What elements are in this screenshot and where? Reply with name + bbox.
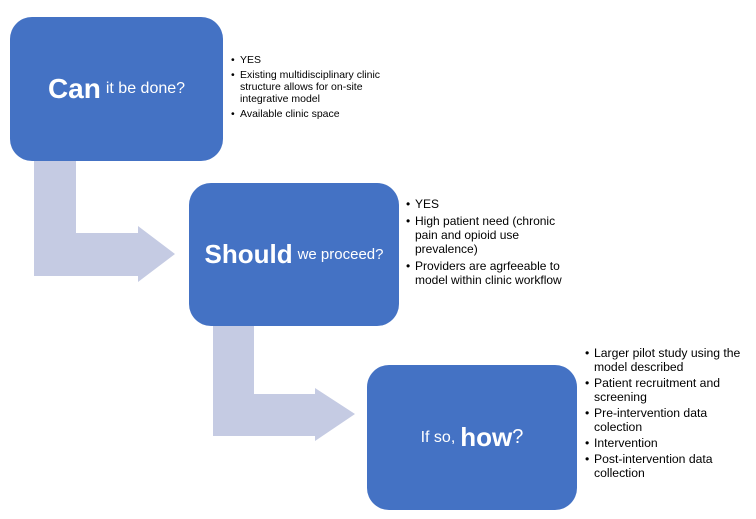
bullet-item: Post-intervention data collection	[585, 452, 753, 480]
step-should-title-strong: Should	[204, 239, 293, 269]
step-how-title-strong: how	[460, 422, 513, 452]
step-can-bullets: YES Existing multidisciplinary clinic st…	[231, 54, 391, 123]
bullet-item: High patient need (chronic pain and opio…	[406, 214, 576, 256]
bullet-item: Providers are agrfeeable to model within…	[406, 259, 576, 287]
bullet-item: YES	[406, 197, 576, 211]
bullet-item: Intervention	[585, 436, 753, 450]
bullet-item: Existing multidisciplinary clinic struct…	[231, 69, 391, 105]
step-can-box: Can it be done?	[10, 17, 223, 161]
arrow-can-to-should	[34, 161, 175, 282]
step-can-title-strong: Can	[47, 73, 101, 104]
arrow-should-to-how	[213, 326, 355, 441]
step-how-title-prefix: If so,	[420, 428, 456, 446]
step-how-bullets: Larger pilot study using the model descr…	[585, 346, 753, 482]
step-should-bullets: YES High patient need (chronic pain and …	[406, 197, 576, 290]
bullet-item: Larger pilot study using the model descr…	[585, 346, 753, 374]
step-should-title-rest: we proceed?	[297, 246, 384, 263]
step-how-title-suffix: ?	[512, 426, 524, 448]
bullet-item: Pre-intervention data colection	[585, 406, 753, 434]
step-can-title-rest: it be done?	[105, 80, 186, 97]
step-how-box: If so, how ?	[367, 365, 577, 510]
step-should-box: Should we proceed?	[189, 183, 399, 326]
bullet-item: Available clinic space	[231, 108, 391, 120]
bullet-item: Patient recruitment and screening	[585, 376, 753, 404]
bullet-item: YES	[231, 54, 391, 66]
